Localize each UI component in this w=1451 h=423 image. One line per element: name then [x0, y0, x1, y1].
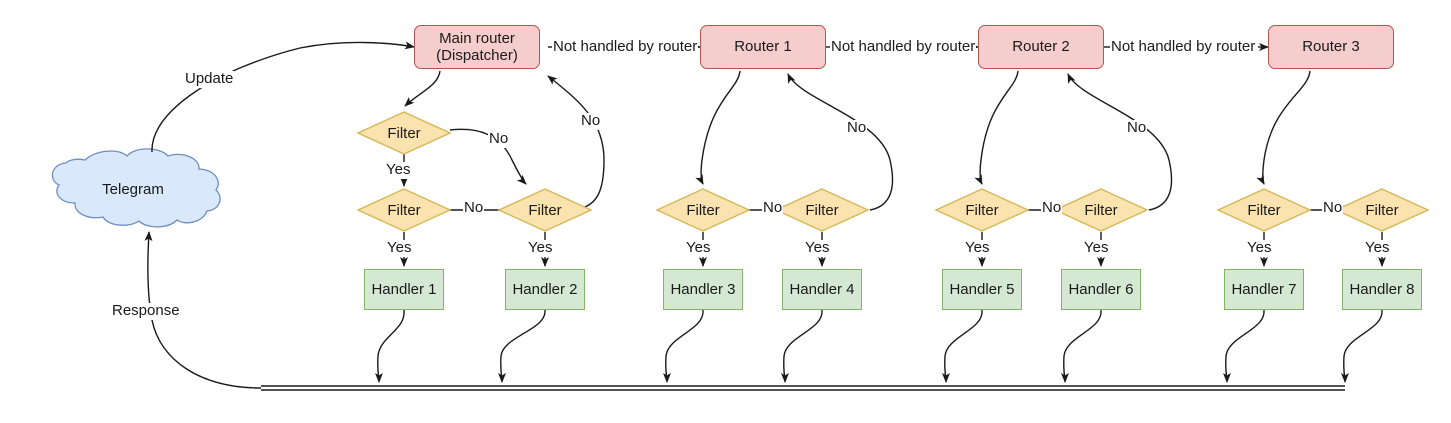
cloud-icon	[51, 148, 221, 228]
node-handler-5[interactable]: Handler 5	[942, 269, 1022, 310]
node-filter-9[interactable]: Filter	[1336, 189, 1428, 231]
edge-label-yes-8: Yes	[1364, 239, 1391, 257]
edge-label-no-return-3: No	[1126, 119, 1148, 137]
edge-label-yes-top: Yes	[385, 161, 412, 179]
edge-label-no-inline-1: No	[463, 199, 485, 217]
edge-label-yes-2: Yes	[527, 239, 554, 257]
node-router-3[interactable]: Router 3	[1268, 25, 1394, 69]
filter-label: Filter	[1247, 201, 1281, 219]
edge-label-yes-6: Yes	[1083, 239, 1110, 257]
edge-label-no-return-1: No	[580, 112, 602, 130]
node-handler-6[interactable]: Handler 6	[1061, 269, 1141, 310]
filter-shapes-row1	[356, 111, 452, 155]
node-handler-2[interactable]: Handler 2	[505, 269, 585, 310]
telegram-cloud-label: Telegram	[102, 180, 164, 198]
filter-label: Filter	[387, 124, 421, 142]
node-handler-3[interactable]: Handler 3	[663, 269, 743, 310]
filter-label: Filter	[1365, 201, 1399, 219]
edge-label-yes-1: Yes	[386, 239, 413, 257]
node-filter-8[interactable]: Filter	[1218, 189, 1310, 231]
filter-shapes-row2	[356, 188, 1430, 232]
edge-label-no-return-2: No	[846, 119, 868, 137]
edge-label-no-branch-1: No	[488, 130, 510, 148]
node-filter-2[interactable]: Filter	[358, 189, 450, 231]
edge-label-yes-4: Yes	[804, 239, 831, 257]
edge-label-update: Update	[184, 70, 235, 88]
node-filter-1[interactable]: Filter	[358, 112, 450, 154]
edge-label-not-handled-1: Not handled by router	[552, 38, 699, 56]
filter-label: Filter	[528, 201, 562, 219]
node-router-2[interactable]: Router 2	[978, 25, 1104, 69]
node-handler-1[interactable]: Handler 1	[364, 269, 444, 310]
edge-label-yes-5: Yes	[964, 239, 991, 257]
edge-label-not-handled-3: Not handled by router	[1110, 38, 1257, 56]
node-filter-5[interactable]: Filter	[776, 189, 868, 231]
edge-label-yes-3: Yes	[685, 239, 712, 257]
node-handler-7[interactable]: Handler 7	[1224, 269, 1304, 310]
node-router-1[interactable]: Router 1	[700, 25, 826, 69]
edge-label-not-handled-2: Not handled by router	[830, 38, 977, 56]
edge-label-yes-7: Yes	[1246, 239, 1273, 257]
node-handler-8[interactable]: Handler 8	[1342, 269, 1422, 310]
node-main-router[interactable]: Main router (Dispatcher)	[414, 25, 540, 69]
filter-label: Filter	[387, 201, 421, 219]
filter-label: Filter	[686, 201, 720, 219]
filter-label: Filter	[805, 201, 839, 219]
node-filter-4[interactable]: Filter	[657, 189, 749, 231]
node-filter-6[interactable]: Filter	[936, 189, 1028, 231]
filter-label: Filter	[1084, 201, 1118, 219]
node-filter-3[interactable]: Filter	[499, 189, 591, 231]
edge-label-no-inline-2: No	[762, 199, 784, 217]
edge-label-no-inline-4: No	[1322, 199, 1344, 217]
node-filter-7[interactable]: Filter	[1055, 189, 1147, 231]
edge-label-response: Response	[111, 302, 181, 320]
filter-label: Filter	[965, 201, 999, 219]
edge-label-no-inline-3: No	[1041, 199, 1063, 217]
node-handler-4[interactable]: Handler 4	[782, 269, 862, 310]
